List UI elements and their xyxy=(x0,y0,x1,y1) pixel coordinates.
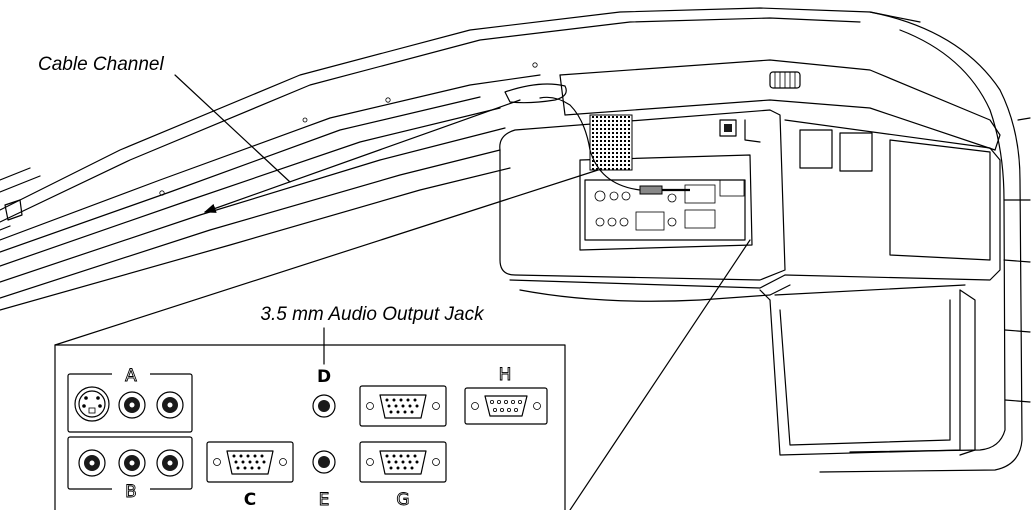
port-label-d: D xyxy=(317,367,331,387)
audio-jack-callout: 3.5 mm Audio Output Jack xyxy=(260,304,485,365)
projector-body xyxy=(499,59,1001,302)
s-video-port[interactable] xyxy=(74,386,110,422)
rca-jack-b3[interactable] xyxy=(156,449,184,477)
connector-panel-detail: A xyxy=(54,344,566,510)
boom-arm xyxy=(0,7,921,311)
vga-port-g[interactable]: G xyxy=(359,441,447,510)
support-arm xyxy=(819,11,1031,473)
zoom-leader-lines xyxy=(54,169,751,510)
port-label-h: H xyxy=(499,365,512,385)
port-label-e: E xyxy=(319,490,330,510)
cable-channel-callout: Cable Channel xyxy=(38,54,521,213)
port-label-g: G xyxy=(396,490,409,510)
port-label-c: C xyxy=(244,490,256,510)
mirror-unit xyxy=(759,284,976,456)
audio-jack-e[interactable]: E xyxy=(312,450,336,510)
rca-jack-a1[interactable] xyxy=(118,391,146,419)
vga-port-f[interactable] xyxy=(359,385,447,427)
port-label-b: B xyxy=(125,482,137,502)
serial-port-h[interactable]: H xyxy=(464,365,548,425)
port-group-a: A xyxy=(67,366,193,433)
audio-output-jack-d[interactable]: D xyxy=(312,367,336,418)
audio-jack-label: 3.5 mm Audio Output Jack xyxy=(260,304,485,325)
cable-channel-arrow xyxy=(203,99,521,213)
port-label-a: A xyxy=(125,366,137,386)
rca-jack-a2[interactable] xyxy=(156,391,184,419)
cable-channel-label: Cable Channel xyxy=(38,54,164,75)
rca-jack-b2[interactable] xyxy=(118,449,146,477)
port-group-b: B xyxy=(67,436,193,502)
vga-port-c[interactable]: C xyxy=(206,441,294,510)
rca-jack-b1[interactable] xyxy=(78,449,106,477)
